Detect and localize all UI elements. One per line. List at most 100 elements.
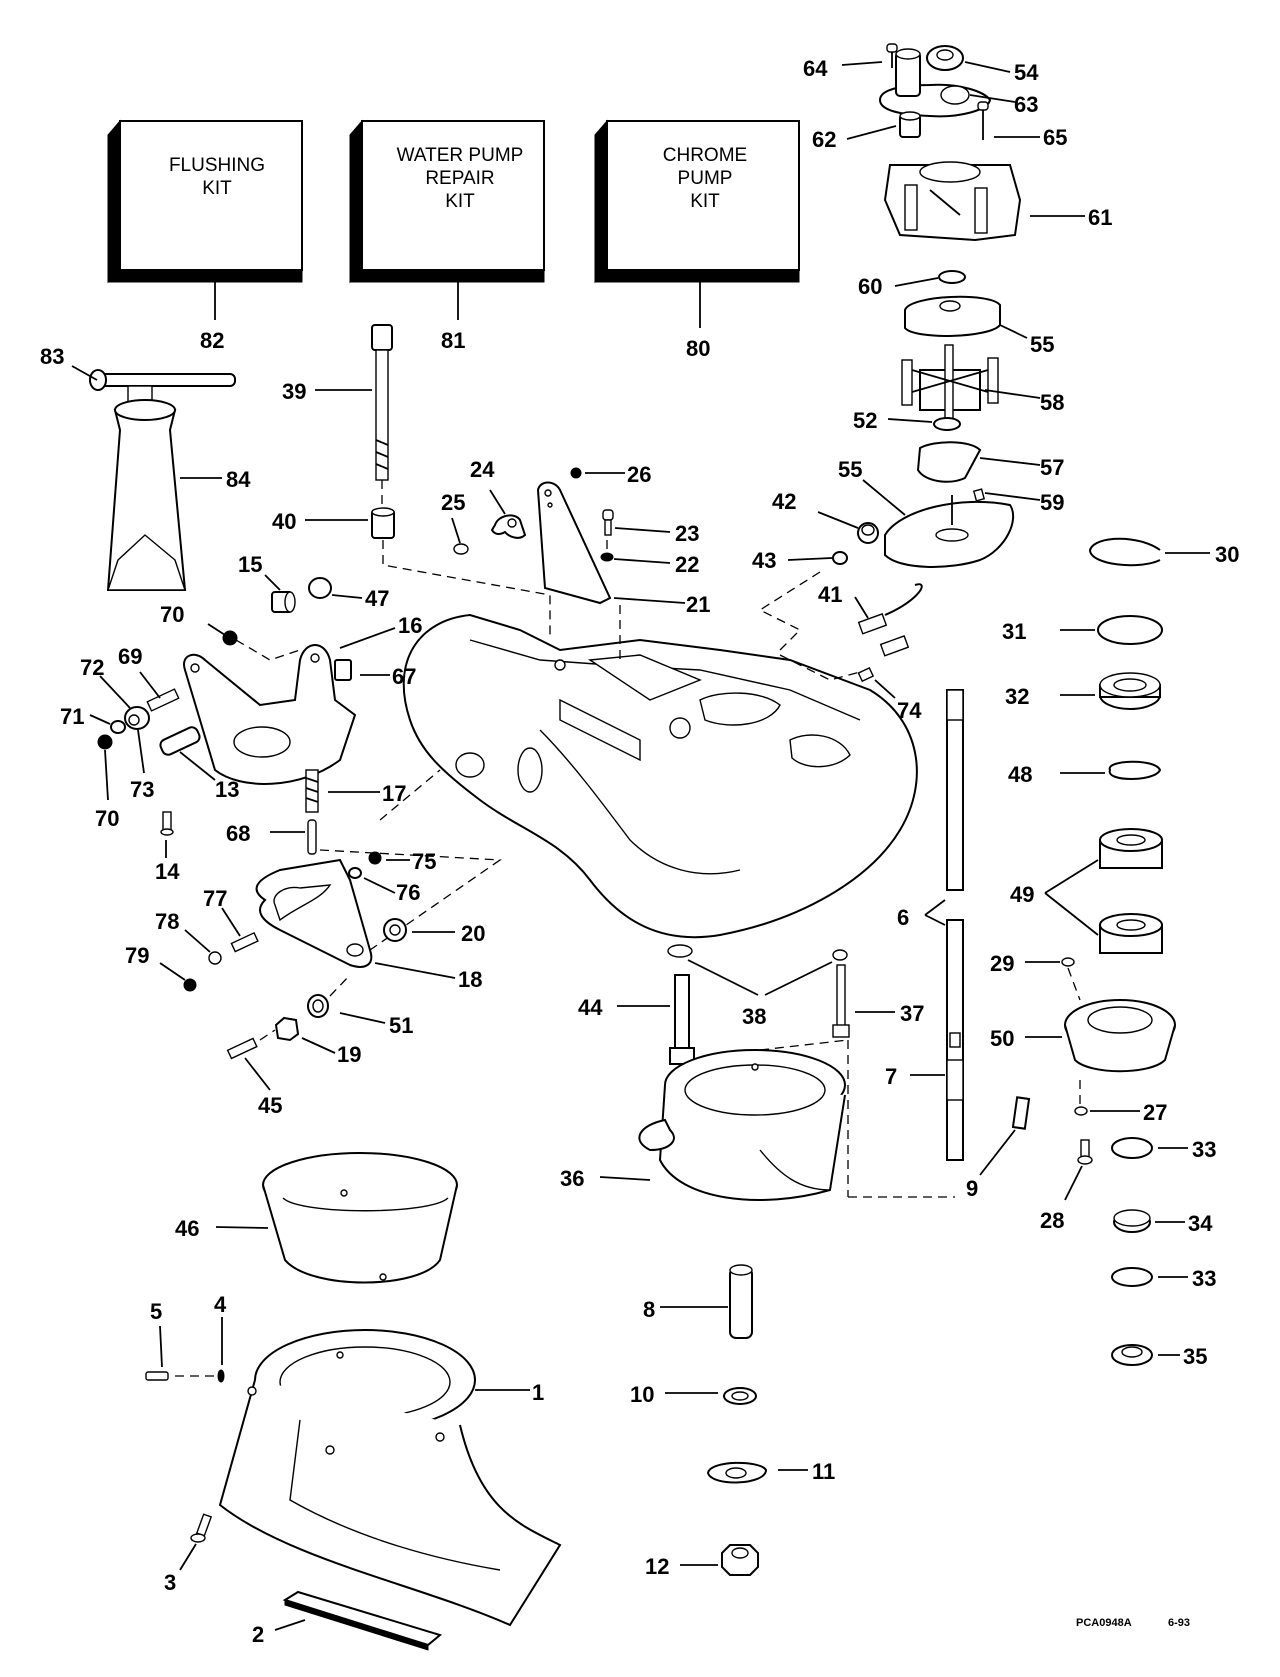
- part-18-steering-arm[interactable]: [255, 858, 373, 968]
- part-7-drive-shaft-lower[interactable]: [946, 919, 964, 1161]
- kit-label-line: KIT: [445, 191, 475, 212]
- part-68-pin[interactable]: [307, 819, 317, 855]
- callout-36: 36: [560, 1166, 584, 1191]
- part-49-bearing-lower[interactable]: [1099, 913, 1163, 954]
- kit-box-flushing[interactable]: FLUSHING KIT: [107, 119, 303, 284]
- callout-6: 6: [897, 905, 909, 930]
- part-70-nut-lower[interactable]: [97, 734, 113, 750]
- part-39-long-bolt[interactable]: [371, 324, 393, 481]
- part-25-screw[interactable]: [453, 543, 469, 555]
- part-10-washer[interactable]: [723, 1387, 757, 1405]
- part-60-o-ring[interactable]: [938, 270, 966, 284]
- part-50-bearing-housing[interactable]: [1064, 999, 1176, 1073]
- part-52-o-ring[interactable]: [933, 417, 961, 431]
- part-33-seal-lower[interactable]: [1111, 1267, 1153, 1287]
- part-34-seal[interactable]: [1113, 1209, 1151, 1233]
- part-51-washer[interactable]: [307, 994, 329, 1018]
- part-29-screw[interactable]: [1061, 957, 1075, 967]
- part-45-screw[interactable]: [226, 1037, 258, 1060]
- part-42-fitting[interactable]: [857, 522, 879, 544]
- part-59-key[interactable]: [972, 488, 986, 502]
- part-40-spacer[interactable]: [371, 507, 395, 539]
- part-8-pin[interactable]: [729, 1264, 753, 1339]
- part-30-retaining-ring[interactable]: [1088, 537, 1161, 567]
- part-38-washer-left[interactable]: [667, 944, 693, 958]
- callout-35: 35: [1183, 1344, 1207, 1369]
- part-49-bearing-upper[interactable]: [1099, 828, 1163, 869]
- part-11-tab-washer[interactable]: [706, 1461, 768, 1484]
- part-1-intake-housing[interactable]: [218, 1329, 562, 1627]
- part-61-pump-housing[interactable]: [883, 161, 1022, 242]
- callout-18: 18: [458, 967, 482, 992]
- part-84-grease-tube[interactable]: [106, 399, 187, 591]
- part-41-hose[interactable]: [857, 583, 923, 657]
- part-48-lock-washer[interactable]: [1108, 760, 1162, 780]
- part-9-key[interactable]: [1011, 1096, 1031, 1130]
- callout-10: 10: [630, 1382, 654, 1407]
- part-77-fitting[interactable]: [230, 931, 259, 953]
- part-72-bushing[interactable]: [124, 706, 150, 730]
- part-16-bracket[interactable]: [183, 644, 357, 785]
- part-20-washer[interactable]: [383, 918, 407, 942]
- part-46-intake-ring[interactable]: [262, 1152, 458, 1284]
- part-67-plug[interactable]: [334, 659, 352, 681]
- part-14-screw[interactable]: [160, 811, 174, 836]
- part-28-screw[interactable]: [1077, 1139, 1093, 1165]
- part-69-grease-fitting[interactable]: [146, 688, 180, 712]
- part-31-o-ring[interactable]: [1097, 615, 1163, 645]
- callout-54: 54: [1014, 60, 1039, 85]
- part-47-washer[interactable]: [308, 577, 332, 599]
- part-38-washer-right[interactable]: [832, 949, 848, 961]
- part-12-nut[interactable]: [721, 1544, 759, 1576]
- part-63-water-tube-housing[interactable]: [878, 48, 992, 118]
- part-22-washer[interactable]: [600, 552, 614, 562]
- part-3-screw[interactable]: [190, 1513, 213, 1543]
- part-57-gasket[interactable]: [916, 441, 982, 483]
- part-35-seal[interactable]: [1111, 1344, 1153, 1366]
- part-33-seal-upper[interactable]: [1111, 1137, 1153, 1159]
- part-5-screw[interactable]: [145, 1371, 169, 1381]
- part-32-seal[interactable]: [1099, 672, 1161, 710]
- part-74-fitting[interactable]: [857, 667, 875, 683]
- part-36-nozzle[interactable]: [638, 1049, 846, 1201]
- part-83-grease-gun-fitting[interactable]: [89, 369, 236, 405]
- pump-housing[interactable]: [402, 613, 918, 939]
- part-58-impeller[interactable]: [901, 344, 999, 426]
- part-2-wear-strip[interactable]: [282, 1590, 443, 1651]
- part-64-screw[interactable]: [886, 43, 898, 68]
- callout-70-lower: 70: [95, 806, 119, 831]
- kit-box-water-pump-repair[interactable]: WATER PUMP REPAIR KIT: [349, 119, 545, 284]
- callout-2: 2: [252, 1622, 264, 1647]
- part-23-screw[interactable]: [602, 509, 614, 536]
- part-55-pump-plate[interactable]: [884, 495, 1015, 568]
- part-37-bolt[interactable]: [832, 964, 850, 1038]
- part-6-drive-shaft-upper[interactable]: [946, 689, 964, 891]
- part-43-o-ring[interactable]: [832, 551, 848, 565]
- part-27-washer[interactable]: [1074, 1106, 1088, 1116]
- part-71-washer[interactable]: [110, 720, 126, 734]
- part-62-insert[interactable]: [899, 111, 921, 138]
- part-55-impeller-housing-insert[interactable]: [904, 295, 1001, 337]
- part-70-nut-upper[interactable]: [222, 630, 238, 646]
- part-76-washer[interactable]: [348, 867, 362, 879]
- part-79-nut[interactable]: [183, 978, 197, 992]
- part-19-nut-plate[interactable]: [274, 1016, 300, 1042]
- callout-45: 45: [258, 1093, 282, 1118]
- part-17-spring[interactable]: [305, 769, 319, 813]
- part-4-washer[interactable]: [217, 1369, 225, 1383]
- callout-4: 4: [214, 1292, 227, 1317]
- part-21-bracket[interactable]: [536, 481, 612, 605]
- part-15-bushing[interactable]: [271, 591, 296, 613]
- part-65-screw[interactable]: [977, 101, 989, 140]
- part-44-bolt[interactable]: [669, 974, 695, 1065]
- callout-38: 38: [742, 1004, 766, 1029]
- part-26-nut[interactable]: [570, 467, 582, 479]
- part-13-pin[interactable]: [158, 725, 201, 756]
- part-78-washer[interactable]: [208, 951, 222, 965]
- part-54-grommet[interactable]: [926, 45, 964, 71]
- part-24-clip[interactable]: [490, 514, 527, 539]
- callout-43: 43: [752, 548, 776, 573]
- callout-21: 21: [686, 592, 710, 617]
- part-75-nut[interactable]: [368, 851, 382, 865]
- kit-box-chrome-pump[interactable]: CHROME PUMP KIT: [594, 119, 800, 284]
